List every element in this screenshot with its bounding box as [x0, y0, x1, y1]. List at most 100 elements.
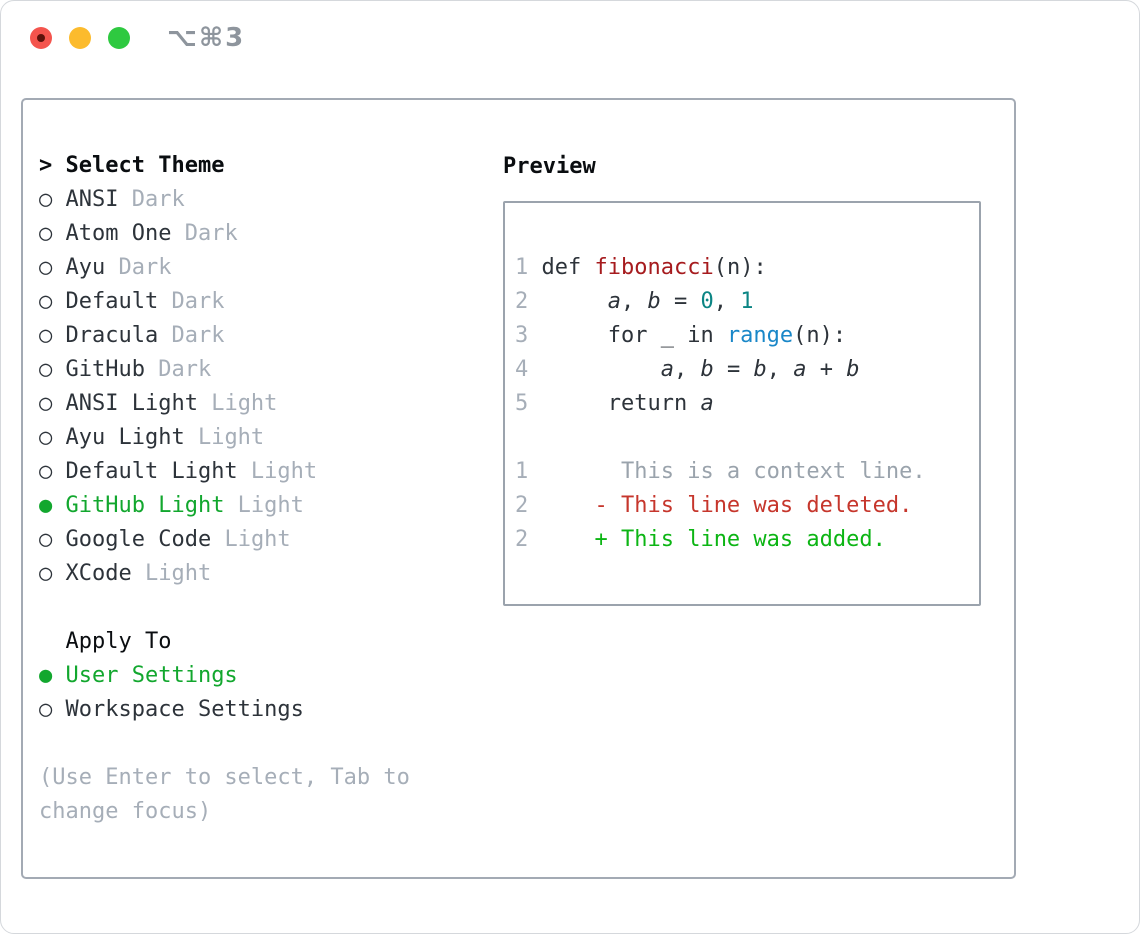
apply-to-option[interactable]: ● User Settings	[39, 659, 410, 693]
code-token	[542, 289, 608, 314]
theme-selector-column: > Select Theme ○ ANSI Dark○ Atom One Dar…	[39, 149, 410, 829]
radio-selected-icon: ●	[39, 493, 53, 518]
theme-name: GitHub	[52, 357, 145, 382]
code-token: b	[846, 357, 860, 382]
line-number: 2	[515, 289, 542, 314]
theme-name: Atom One	[52, 221, 172, 246]
theme-name: Ayu	[52, 255, 106, 280]
radio-icon: ○	[39, 289, 53, 314]
theme-option[interactable]: ○ Default Light Light	[39, 455, 410, 489]
theme-name: Ayu Light	[52, 425, 185, 450]
radio-icon: ○	[39, 221, 53, 246]
theme-option[interactable]: ○ XCode Light	[39, 557, 410, 591]
theme-name: Google Code	[52, 527, 212, 552]
theme-name: ANSI	[52, 187, 119, 212]
preview-line: 4 a, b = b, a + b	[515, 353, 979, 387]
apply-to-header: Apply To	[65, 629, 172, 654]
code-token: ,	[673, 357, 701, 382]
radio-icon: ○	[39, 255, 53, 280]
select-theme-title: Select Theme	[65, 153, 225, 178]
radio-icon: ○	[39, 391, 53, 416]
code-token: ,	[713, 289, 741, 314]
theme-option[interactable]: ○ Atom One Dark	[39, 217, 410, 251]
theme-option[interactable]: ○ GitHub Dark	[39, 353, 410, 387]
radio-icon: ○	[39, 527, 53, 552]
radio-icon: ○	[39, 459, 53, 484]
code-token: + This line was added.	[594, 527, 886, 552]
theme-variant: Dark	[158, 289, 225, 314]
theme-option[interactable]: ○ ANSI Light Light	[39, 387, 410, 421]
theme-option[interactable]: ● GitHub Light Light	[39, 489, 410, 523]
preview-column: Preview 1 def fibonacci(n):2 a, b = 0, 1…	[503, 150, 981, 606]
code-token: a	[607, 289, 621, 314]
theme-option[interactable]: ○ Ayu Dark	[39, 251, 410, 285]
close-button-icon[interactable]	[30, 27, 52, 49]
code-token: b	[700, 357, 714, 382]
code-token: range	[726, 323, 794, 348]
code-token: =	[713, 357, 754, 382]
apply-to-list: ● User Settings○ Workspace Settings	[39, 659, 410, 727]
theme-variant: Light	[131, 561, 212, 586]
settings-panel: > Select Theme ○ ANSI Dark○ Atom One Dar…	[21, 98, 1016, 879]
preview-line: 2 - This line was deleted.	[515, 489, 979, 523]
theme-name: Dracula	[52, 323, 159, 348]
focus-caret-icon: >	[39, 153, 66, 178]
preview-line	[515, 421, 979, 455]
code-token: return	[541, 391, 701, 416]
theme-variant: Dark	[158, 323, 225, 348]
spacer	[39, 727, 410, 761]
theme-variant: Light	[224, 493, 304, 518]
line-number: 4	[515, 357, 542, 382]
theme-name: XCode	[52, 561, 132, 586]
theme-option[interactable]: ○ Google Code Light	[39, 523, 410, 557]
code-token	[542, 493, 595, 518]
help-text-line-1: (Use Enter to select, Tab to	[39, 765, 410, 790]
minimize-button-icon[interactable]	[69, 27, 91, 49]
code-token: def	[541, 255, 595, 280]
theme-variant: Dark	[105, 255, 172, 280]
code-token	[542, 357, 661, 382]
select-theme-header: > Select Theme	[39, 149, 410, 183]
code-token: (n):	[793, 323, 847, 348]
theme-option[interactable]: ○ ANSI Dark	[39, 183, 410, 217]
preview-line: 1 def fibonacci(n):	[515, 251, 979, 285]
code-token: a	[660, 357, 674, 382]
code-token: fibonacci	[594, 255, 714, 280]
code-token: ,	[620, 289, 648, 314]
code-token: 1	[740, 289, 754, 314]
theme-variant: Dark	[118, 187, 185, 212]
radio-icon: ○	[39, 187, 53, 212]
radio-icon: ○	[39, 323, 53, 348]
zoom-button-icon[interactable]	[108, 27, 130, 49]
keyboard-shortcut-label: ⌥⌘3	[167, 23, 246, 53]
radio-icon: ○	[39, 561, 53, 586]
theme-variant: Dark	[144, 357, 212, 382]
line-number: 5	[515, 391, 542, 416]
preview-header: Preview	[503, 154, 596, 179]
preview-line: 1 This is a context line.	[515, 455, 979, 489]
code-token: for _ in	[541, 323, 727, 348]
theme-option[interactable]: ○ Dracula Dark	[39, 319, 410, 353]
radio-selected-icon: ●	[39, 663, 53, 688]
help-text-line-2: change focus)	[39, 799, 212, 824]
code-token: ,	[766, 357, 794, 382]
line-number: 2	[515, 493, 542, 518]
code-token: a	[793, 357, 807, 382]
theme-variant: Light	[197, 391, 278, 416]
code-token: - This line was deleted.	[594, 493, 913, 518]
code-token: a	[700, 391, 714, 416]
code-token: b	[753, 357, 767, 382]
code-token: This is a context line.	[541, 459, 926, 484]
theme-option[interactable]: ○ Default Dark	[39, 285, 410, 319]
code-token: 0	[700, 289, 714, 314]
preview-line: 5 return a	[515, 387, 979, 421]
theme-variant: Light	[184, 425, 265, 450]
apply-to-option[interactable]: ○ Workspace Settings	[39, 693, 410, 727]
code-token: =	[660, 289, 701, 314]
theme-name: Default Light	[52, 459, 238, 484]
theme-variant: Light	[211, 527, 291, 552]
theme-name: Default	[52, 289, 159, 314]
theme-option[interactable]: ○ Ayu Light Light	[39, 421, 410, 455]
